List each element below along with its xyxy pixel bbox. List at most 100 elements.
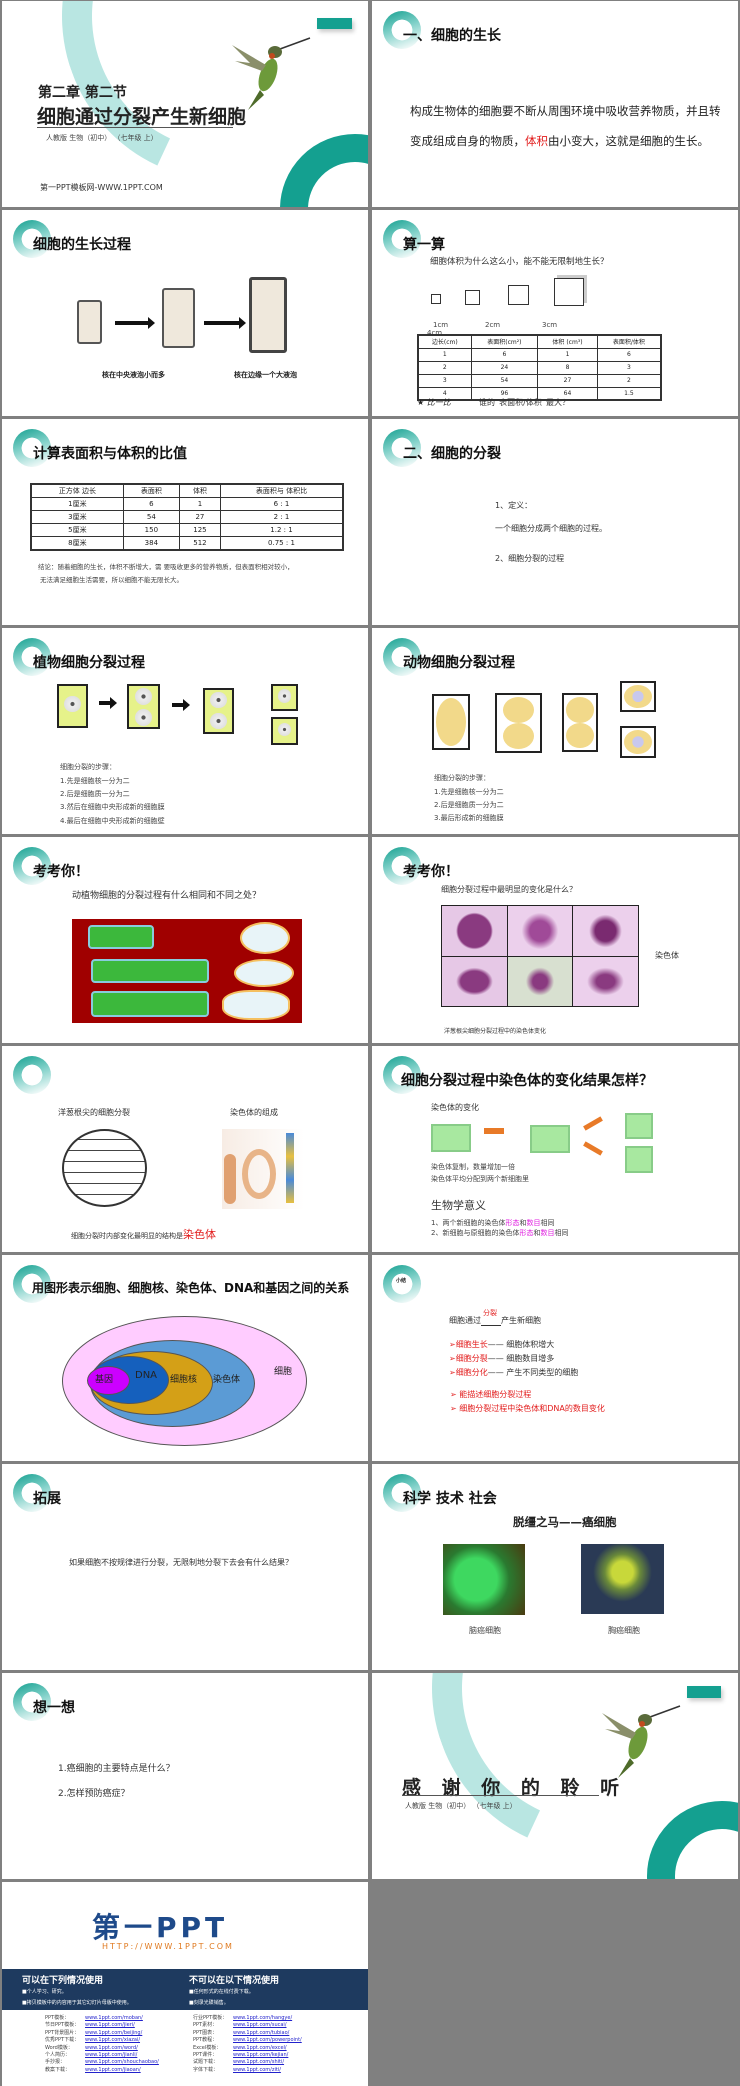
link[interactable]: www.1ppt.com/word/	[85, 2044, 138, 2051]
thanks-subtitle: 人教版 生物（初中） （七年级 上）	[405, 1802, 517, 1810]
link-label: 节日PPT模板：	[45, 2022, 80, 2029]
table-cell: 1	[417, 347, 472, 362]
slide-animal-division[interactable]: 动物细胞分裂过程 细胞分裂的步骤： 1.先是细胞核一分为二 2.后是细胞质一分为…	[372, 628, 738, 834]
arrow-icon	[484, 1128, 504, 1134]
chapter-heading: 第二章 第二节	[38, 85, 127, 101]
growth-definition: 构成生物体的细胞要不断从周围环境中吸收营养物质，并且转变成组成自身的物质，体积由…	[410, 96, 722, 156]
slide-calculate[interactable]: 算一算 细胞体积为什么这么小，能不能无限制地生长？ 1cm 2cm 3cm 4c…	[372, 210, 738, 416]
table-cell: 27	[537, 373, 598, 388]
animal-daughter-cell	[620, 726, 656, 758]
table-cell: 3	[596, 360, 662, 375]
link[interactable]: www.1ppt.com/shouchaobao/	[85, 2059, 159, 2066]
arrow-icon	[172, 699, 190, 711]
links-right: 行业PPT模板：www.1ppt.com/hangye/PPT素材：www.1p…	[193, 2015, 302, 2074]
link[interactable]: www.1ppt.com/xiazai/	[85, 2037, 141, 2044]
slide-chromosome-structure[interactable]: 洋葱根尖的细胞分裂 染色体的组成 细胞分裂时内部变化最明显的结构是染色体	[2, 1046, 368, 1252]
hummingbird-icon	[602, 1705, 681, 1778]
bottom-statement: 细胞分裂时内部变化最明显的结构是染色体	[71, 1226, 216, 1242]
teal-bar	[687, 1686, 721, 1698]
link-row: 字体下载：www.1ppt.com/ziti/	[193, 2067, 302, 2074]
slide-ad[interactable]: 第一PPT HTTP://WWW.1PPT.COM 可以在下列情况使用 ■个人学…	[2, 1882, 368, 2086]
can-title: 可以在下列情况使用	[22, 1976, 104, 1986]
cell-image-3	[249, 277, 287, 353]
slide-cover[interactable]: 第二章 第二节 细胞通过分裂产生新细胞 人教版 生物（初中） （七年级 上） 第…	[2, 1, 368, 207]
can-item: ■个人学习、研究。	[22, 1989, 67, 1995]
link[interactable]: www.1ppt.com/beijing/	[85, 2029, 143, 2036]
summary-item: ➢细胞生长—— 细胞体积增大	[449, 1340, 555, 1349]
link-row: PPT课件：www.1ppt.com/kejian/	[193, 2052, 302, 2059]
slide-think[interactable]: 想一想 1.癌细胞的主要特点是什么？ 2.怎样预防癌症？	[2, 1673, 368, 1879]
link[interactable]: www.1ppt.com/sucai/	[233, 2022, 287, 2029]
link[interactable]: www.1ppt.com/moban/	[85, 2015, 143, 2021]
plant-cell-stage-2	[127, 684, 160, 729]
title-ring-icon	[13, 1056, 51, 1094]
link-row: PPT教程：www.1ppt.com/powerpoint/	[193, 2037, 302, 2044]
link[interactable]: www.1ppt.com/kejian/	[233, 2052, 289, 2059]
slide-extension[interactable]: 拓展 如果细胞不按规律进行分裂，无限制地分裂下去会有什么结果？	[2, 1464, 368, 1670]
goal: ➢ 能描述细胞分裂过程	[450, 1390, 532, 1399]
link[interactable]: www.1ppt.com/hangye/	[233, 2015, 293, 2021]
slide-chromosome-change[interactable]: 细胞分裂过程中染色体的变化结果怎样？ 染色体的变化 染色体复制，数量增加一倍 染…	[372, 1046, 738, 1252]
logo: 第一PPT	[92, 1911, 229, 1944]
brain-cancer-cell-image	[443, 1544, 525, 1615]
arrow-icon	[115, 317, 155, 329]
column-header: 正方体 边长	[30, 483, 124, 498]
table-cell: 27	[178, 510, 221, 524]
table-cell: 512	[178, 536, 221, 551]
link[interactable]: www.1ppt.com/powerpoint/	[233, 2037, 302, 2044]
slide-title: 细胞的生长过程	[33, 237, 131, 253]
slide-quiz-2[interactable]: 考考你！ 细胞分裂过程中最明显的变化是什么？ 染色体 洋葱根尖细胞分裂过程中的染…	[372, 837, 738, 1043]
link[interactable]: www.1ppt.com/excel/	[233, 2044, 287, 2051]
subtitle: 脱缰之马——癌细胞	[513, 1515, 617, 1529]
cover-title: 细胞通过分裂产生新细胞	[37, 106, 247, 128]
can-item: ■拷贝模板中的内容用于其它幻灯片母版中使用。	[22, 2000, 132, 2006]
slide-summary[interactable]: 小结 细胞通过分裂 产生新细胞 ➢细胞生长—— 细胞体积增大 ➢细胞分裂—— 细…	[372, 1255, 738, 1461]
slide-title: 考考你！	[403, 864, 459, 880]
chromosome-micrograph	[441, 905, 639, 1007]
slide-thanks[interactable]: 感 谢 你 的 聆 听 人教版 生物（初中） （七年级 上）	[372, 1673, 738, 1879]
onion-root-cells-image	[62, 1129, 147, 1207]
link-label: 个人简历：	[45, 2052, 71, 2059]
caption: 胸癌细胞	[608, 1626, 640, 1635]
link[interactable]: www.1ppt.com/jianli/	[85, 2052, 138, 2059]
chromosome-label: 染色体	[655, 951, 679, 960]
plant-daughter-cell	[271, 684, 298, 711]
slide-title: 科学 技术 社会	[403, 1491, 497, 1507]
column-header: 表面积	[122, 483, 180, 498]
link-label: 优秀PPT下载：	[45, 2037, 80, 2044]
table-cell: 54	[470, 373, 539, 388]
caption: 核在中央液泡小而多	[102, 371, 165, 379]
link[interactable]: www.1ppt.com/jieri/	[85, 2022, 135, 2029]
column-header: 体积 (cm³)	[537, 334, 598, 349]
cannot-title: 不可以在以下情况使用	[189, 1976, 280, 1986]
link-row: 个人简历： www.1ppt.com/jianli/	[45, 2052, 159, 2059]
question: 细胞体积为什么这么小，能不能无限制地生长？	[430, 257, 609, 267]
cube-2	[465, 290, 480, 305]
slide-quiz-1[interactable]: 考考你！ 动植物细胞的分裂过程有什么相同和不同之处？	[2, 837, 368, 1043]
link[interactable]: www.1ppt.com/tubiao/	[233, 2029, 290, 2036]
logo-url[interactable]: HTTP://WWW.1PPT.COM	[102, 1942, 234, 1951]
table-cell: 96	[470, 386, 539, 401]
link[interactable]: www.1ppt.com/ziti/	[233, 2066, 281, 2073]
table-cell: 1	[178, 497, 221, 511]
slide-relationship-diagram[interactable]: 用图形表示细胞、细胞核、染色体、DNA和基因之间的关系 细胞 染色体 细胞核 D…	[2, 1255, 368, 1461]
table-cell: 1.5	[596, 386, 662, 401]
slide-plant-division[interactable]: 植物细胞分裂过程 细胞分裂的步骤： 1.先是细胞核一分为二 2.后是细胞质一分为…	[2, 628, 368, 834]
link[interactable]: www.1ppt.com/shiti/	[233, 2059, 285, 2066]
process-label: 2、细胞分裂的过程	[495, 554, 565, 563]
slide-cell-growth[interactable]: 一、细胞的生长 构成生物体的细胞要不断从周围环境中吸收营养物质，并且转变成组成自…	[372, 1, 738, 207]
slide-title: 一、细胞的生长	[403, 28, 501, 44]
slide-sts[interactable]: 科学 技术 社会 脱缰之马——癌细胞 脑癌细胞 胸癌细胞	[372, 1464, 738, 1670]
daughter-cell	[625, 1146, 653, 1173]
step: 2.后是细胞质一分为二	[60, 790, 130, 798]
title-ring-icon	[383, 1265, 421, 1303]
slide-division[interactable]: 二、细胞的分裂 1、定义： 一个细胞分成两个细胞的过程。 2、细胞分裂的过程	[372, 419, 738, 625]
link[interactable]: www.1ppt.com/jiaoan/	[85, 2066, 141, 2073]
slide-growth-process[interactable]: 细胞的生长过程 核在中央液泡小而多 核在边缘一个大液泡	[2, 210, 368, 416]
link-row: Excel模板：www.1ppt.com/excel/	[193, 2045, 302, 2052]
link-label: 试题下载：	[193, 2059, 219, 2066]
